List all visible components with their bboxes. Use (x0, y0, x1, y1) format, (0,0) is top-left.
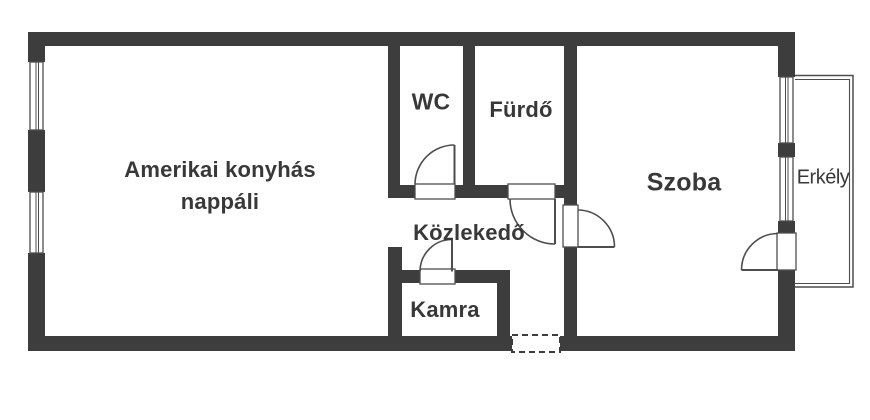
balcony-outline (795, 74, 854, 288)
room-label-room: Szoba (646, 168, 722, 197)
room-label-pantry: Kamra (410, 297, 480, 322)
door-swing-arc (414, 144, 455, 185)
window-icon-right-1 (778, 76, 795, 144)
wall-pantry-right (497, 270, 510, 336)
room-label-wc: WC (411, 88, 451, 115)
door-threshold (507, 183, 556, 200)
wall-wc-bathroom (463, 46, 475, 198)
door-icon-bathroom (507, 183, 556, 245)
door-threshold (419, 268, 456, 285)
balcony-inner-line (795, 78, 851, 285)
door-swing-arc (577, 209, 616, 248)
window-icon-left-2 (28, 191, 45, 254)
wall-living-wc (388, 46, 400, 198)
wall-pantry-left (388, 247, 402, 336)
window-frame (779, 76, 794, 144)
door-threshold (414, 183, 456, 200)
balcony-outer-line (795, 74, 854, 288)
door-threshold (562, 204, 579, 248)
door-icon-balcony (740, 232, 797, 271)
window-icon-right-2 (778, 156, 795, 222)
window-icon-left-1 (28, 61, 45, 131)
window-frame (779, 156, 794, 222)
door-swing-arc (419, 238, 453, 272)
wall-top (28, 32, 795, 46)
door-icon-wc (414, 144, 456, 200)
entrance-door-dashed-rect (511, 334, 561, 353)
windows (28, 61, 795, 254)
door-icon-room (562, 204, 616, 248)
room-label-line: nappáli (180, 189, 260, 214)
wall-pantry-top (402, 270, 510, 283)
wall-bathroom-room (564, 46, 577, 351)
room-label-hallway: Közlekedő (413, 220, 525, 245)
door-threshold (776, 232, 797, 271)
room-label-bathroom: Fürdő (489, 97, 553, 122)
room-label-line: Amerikai konyhás (124, 157, 316, 182)
doors (414, 144, 797, 353)
door-icon-pantry (419, 238, 456, 285)
door-swing-arc (740, 232, 779, 271)
entrance-door-icon (511, 334, 561, 353)
room-label-living-room: Amerikai konyhás nappáli (124, 154, 316, 218)
door-swing-arc (509, 198, 556, 245)
wall-bottom (28, 336, 795, 351)
room-label-balcony: Erkély (796, 166, 850, 189)
